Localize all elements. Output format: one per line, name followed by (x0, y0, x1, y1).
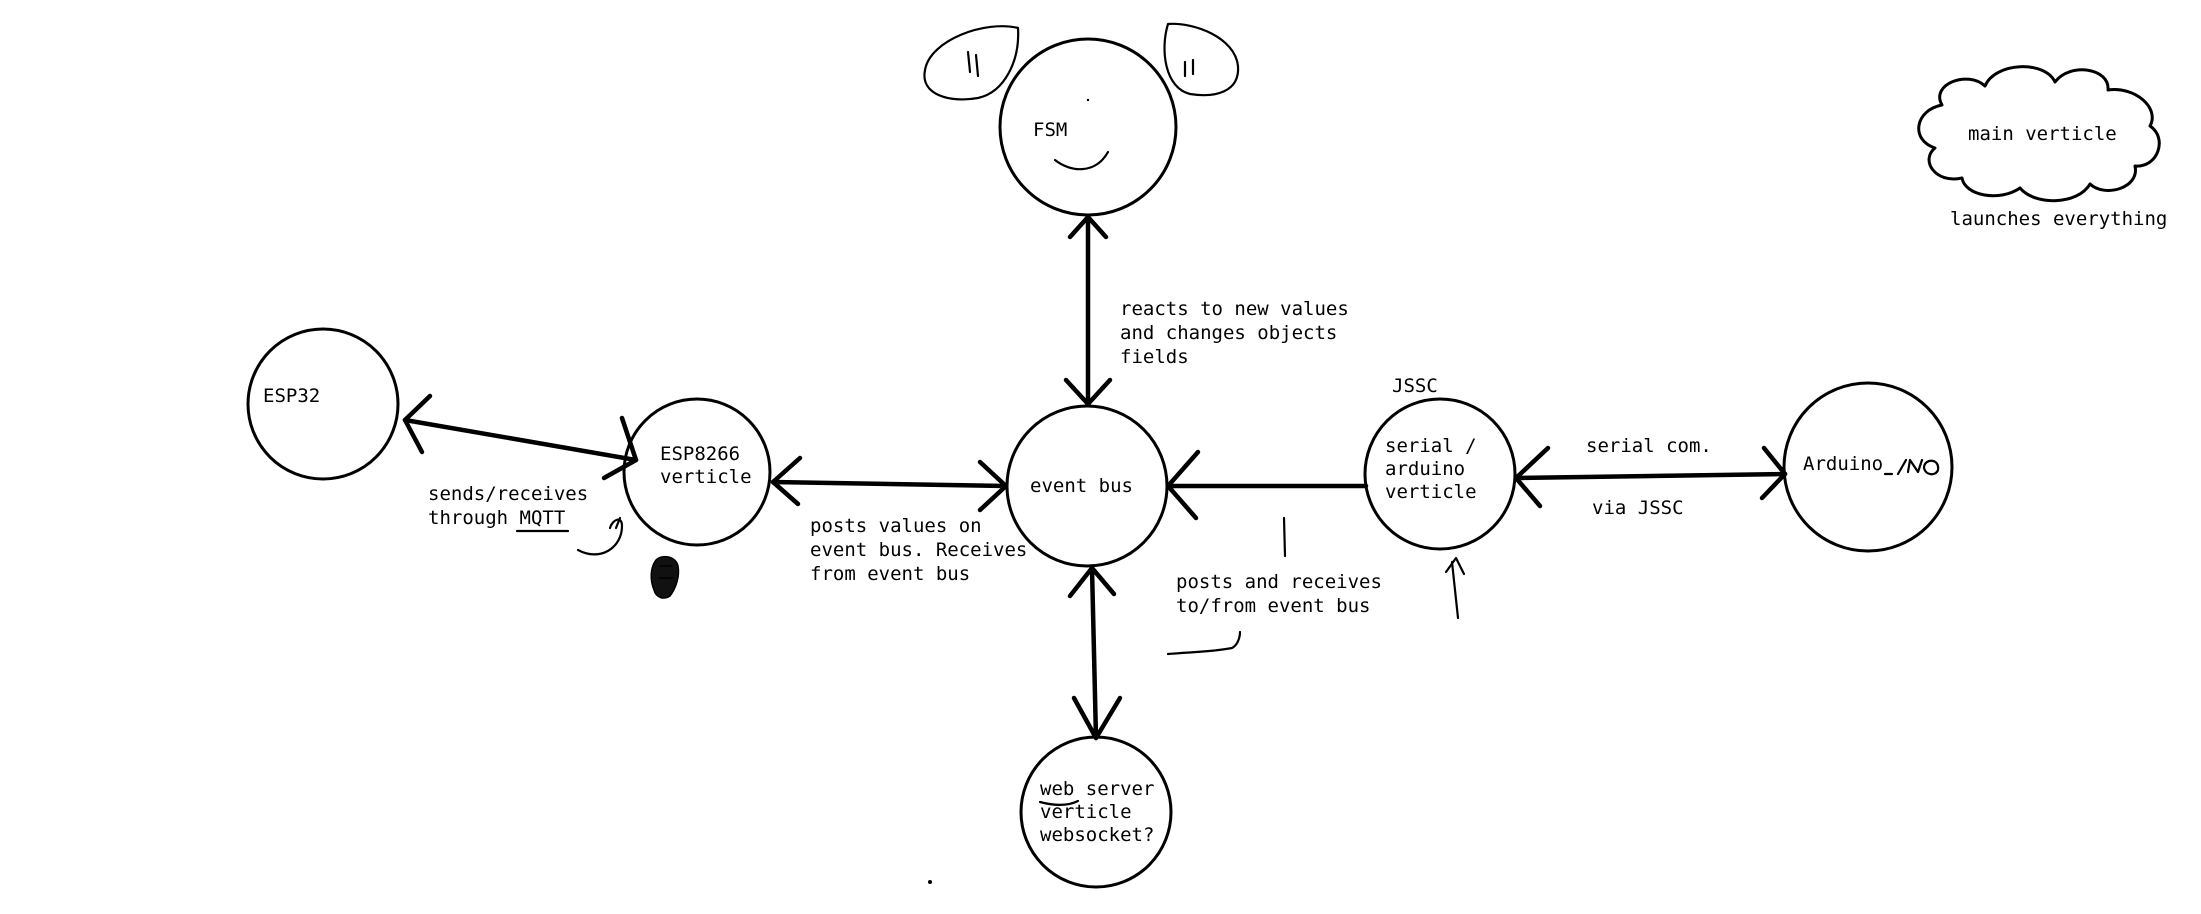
fsm-smile-doodle (1053, 150, 1110, 171)
esp8266-label-line2: verticle (660, 466, 752, 488)
serial-label-line1: serial / (1385, 435, 1477, 457)
stray-dot (928, 880, 932, 884)
serial-verticle-node-circle (1363, 397, 1517, 551)
edge-esp32-esp8266-head-right (601, 415, 639, 481)
edge-serial-arduino-line (1513, 471, 1788, 481)
robot-doodle-detail (658, 565, 674, 579)
mqtt-edge-label-line1: sends/receives (428, 483, 588, 505)
fsm-label: FSM (1033, 119, 1067, 141)
serial-label-line3: verticle (1385, 481, 1477, 503)
esp32-node: ESP32 (246, 327, 400, 481)
esp8266-node-circle (622, 397, 772, 547)
web-server-label-line1: web server (1040, 778, 1154, 800)
serial-verticle-node: serial / arduino verticle (1363, 397, 1517, 620)
edge-fsm-eventbus-head-bottom (1063, 377, 1113, 407)
web-server-label-line2: verticle (1040, 801, 1132, 823)
arduino-node: Arduino (1782, 381, 1954, 553)
edge-serial-arduino (1513, 445, 1788, 509)
serial-bus-edge-label: posts and receives to/from event bus (1166, 516, 1382, 656)
edge-esp32-esp8266 (402, 393, 639, 481)
jssc-label: JSSC (1392, 375, 1438, 397)
edge-eventbus-webserver-head-bottom (1071, 695, 1123, 741)
fsm-right-ear-marks (1183, 58, 1195, 78)
edge-serial-eventbus-head-left (1165, 449, 1201, 521)
stray-dot-fsm (1086, 98, 1090, 102)
edge-esp8266-eventbus-head-left (770, 455, 803, 507)
main-verticle-label: main verticle (1968, 123, 2117, 145)
serial-bus-underline-doodle (1166, 630, 1242, 656)
robot-doodle (650, 555, 680, 599)
edge-eventbus-webserver-line (1089, 565, 1099, 741)
edge-eventbus-webserver-head-top (1067, 565, 1117, 599)
esp8266-bus-edge-label: posts values on event bus. Receives from… (810, 515, 1027, 585)
arduino-node-circle (1782, 381, 1954, 553)
mqtt-edge-label-line2: through MQTT (428, 507, 565, 529)
fsm-left-ear-marks (966, 50, 980, 78)
mqtt-edge-label: sends/receives through MQTT (428, 483, 624, 556)
fsm-node: FSM (923, 22, 1240, 217)
fsm-edge-label-line3: fields (1120, 346, 1189, 368)
edge-fsm-eventbus-head-top (1067, 214, 1109, 240)
fsm-right-ear-doodle (1163, 22, 1240, 97)
main-verticle-caption: launches everything (1950, 208, 2167, 230)
esp8266-bus-edge-label-line2: event bus. Receives (810, 539, 1027, 561)
mqtt-curl-doodle (576, 518, 624, 556)
esp8266-node: ESP8266 verticle (622, 397, 772, 547)
fsm-edge-label-line1: reacts to new values (1120, 298, 1349, 320)
edge-esp8266-eventbus-head-right (977, 459, 1009, 513)
serial-bus-edge-label-line2: to/from event bus (1176, 595, 1370, 617)
esp8266-bus-edge-label-line1: posts values on (810, 515, 982, 537)
event-bus-label: event bus (1030, 475, 1133, 497)
edge-serial-arduino-head-right (1759, 445, 1788, 501)
serial-com-label: serial com. (1586, 435, 1712, 457)
serial-bus-tick-doodle (1282, 516, 1287, 558)
edge-esp8266-eventbus-line (770, 479, 1009, 489)
mqtt-tick-doodle (614, 516, 622, 530)
esp32-label: ESP32 (263, 385, 320, 407)
edge-esp8266-eventbus (770, 455, 1009, 513)
edge-eventbus-webserver (1067, 565, 1123, 741)
arduino-scribble (1883, 458, 1940, 476)
via-jssc-label: via JSSC (1592, 497, 1684, 519)
fsm-edge-label: reacts to new values and changes objects… (1120, 298, 1349, 368)
arduino-label: Arduino (1803, 453, 1883, 475)
edge-fsm-eventbus (1063, 214, 1113, 407)
cloud-outline (1917, 65, 2161, 203)
event-bus-node: event bus (1005, 404, 1169, 568)
edge-serial-eventbus (1165, 449, 1369, 521)
serial-label-line2: arduino (1385, 458, 1465, 480)
web-server-node: web server verticle websocket? (1019, 735, 1173, 889)
fsm-node-circle (998, 37, 1178, 217)
serial-bus-edge-label-line1: posts and receives (1176, 571, 1382, 593)
esp8266-bus-edge-label-line3: from event bus (810, 563, 970, 585)
esp8266-label-line1: ESP8266 (660, 443, 740, 465)
serial-stick-doodle (1444, 556, 1466, 620)
fsm-edge-label-line2: and changes objects (1120, 322, 1337, 344)
esp32-node-circle (246, 327, 400, 481)
fsm-left-ear-doodle (923, 25, 1020, 101)
edge-esp32-esp8266-line (402, 417, 639, 463)
web-server-label-line3: websocket? (1040, 824, 1154, 846)
main-verticle-cloud: main verticle launches everything (1917, 65, 2167, 230)
edge-esp32-esp8266-head-left (402, 393, 433, 455)
web-underline-doodle (1038, 799, 1080, 806)
edge-serial-arduino-head-left (1513, 445, 1551, 509)
